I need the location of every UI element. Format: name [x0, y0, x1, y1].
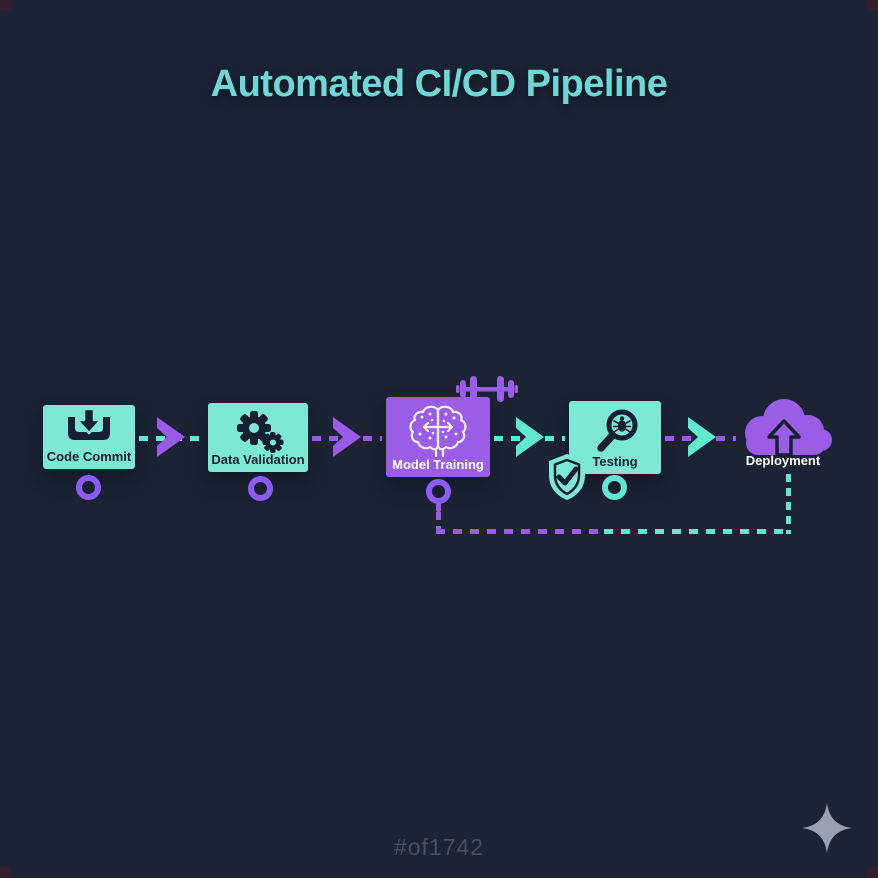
feedback-stem — [436, 503, 441, 512]
stage-label: Deployment — [745, 453, 821, 468]
stage-label: Model Training — [392, 457, 484, 472]
stage-code-commit: Code Commit — [43, 405, 135, 469]
corner-mark — [867, 867, 878, 878]
arrow-chevron-3 — [516, 417, 544, 457]
feedback-line-bottom-right — [604, 529, 791, 534]
corner-mark — [0, 867, 11, 878]
cloud-upload-icon — [745, 399, 832, 457]
corner-mark — [867, 0, 878, 11]
connector-ring-code-commit — [76, 475, 101, 500]
feedback-line-left-vertical — [436, 512, 441, 533]
sparkle-icon — [802, 803, 852, 853]
brain-icon — [409, 405, 467, 457]
feedback-line-bottom-left — [436, 529, 604, 534]
stage-label: Data Validation — [211, 452, 305, 467]
stage-data-validation: Data Validation — [208, 403, 308, 472]
shield-check-icon — [549, 454, 585, 500]
corner-mark — [0, 0, 11, 11]
page-title: Automated CI/CD Pipeline — [210, 63, 668, 105]
connector-ring-data-validation — [248, 476, 273, 501]
arrow-chevron-2 — [333, 417, 361, 457]
stage-label: Code Commit — [46, 449, 132, 464]
arrow-chevron-1 — [157, 417, 185, 457]
stage-label: Testing — [592, 454, 638, 469]
connector-ring-testing — [602, 475, 627, 500]
gears-icon — [237, 411, 284, 453]
arrow-chevron-4 — [688, 417, 716, 457]
connector-ring-model-training — [426, 479, 451, 504]
bug-search-icon — [597, 409, 638, 452]
stage-model-training: Model Training — [386, 397, 490, 477]
dumbbell-icon — [456, 376, 518, 402]
watermark-text: #of1742 — [393, 834, 485, 860]
commit-download-icon — [68, 408, 110, 440]
feedback-line-right-vertical — [786, 474, 791, 534]
